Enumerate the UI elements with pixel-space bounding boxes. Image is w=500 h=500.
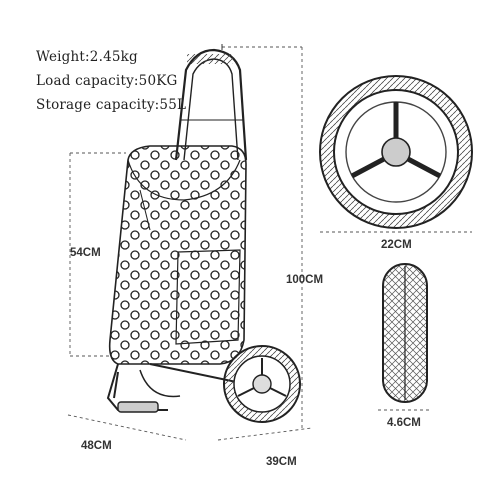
dimension-guides	[67, 44, 313, 441]
wheel-front-view	[319, 75, 473, 229]
dim-total-height: 100CM	[286, 274, 323, 286]
spec-weight: Weight:2.45kg	[36, 49, 138, 65]
dim-base-width: 48CM	[81, 440, 112, 452]
spec-storage-capacity: Storage capacity:55L	[36, 97, 187, 113]
trolley-wheel	[223, 345, 301, 423]
dim-wheel-width: 4.6CM	[387, 417, 421, 429]
spec-load-capacity: Load capacity:50KG	[36, 73, 178, 89]
dim-bag-height: 54CM	[70, 247, 101, 259]
dim-wheel-diameter: 22CM	[381, 239, 412, 251]
dim-base-depth: 39CM	[266, 456, 297, 468]
trolley-bag	[108, 145, 247, 365]
trolley-handle	[174, 48, 248, 161]
wheel-side-view	[382, 263, 428, 403]
